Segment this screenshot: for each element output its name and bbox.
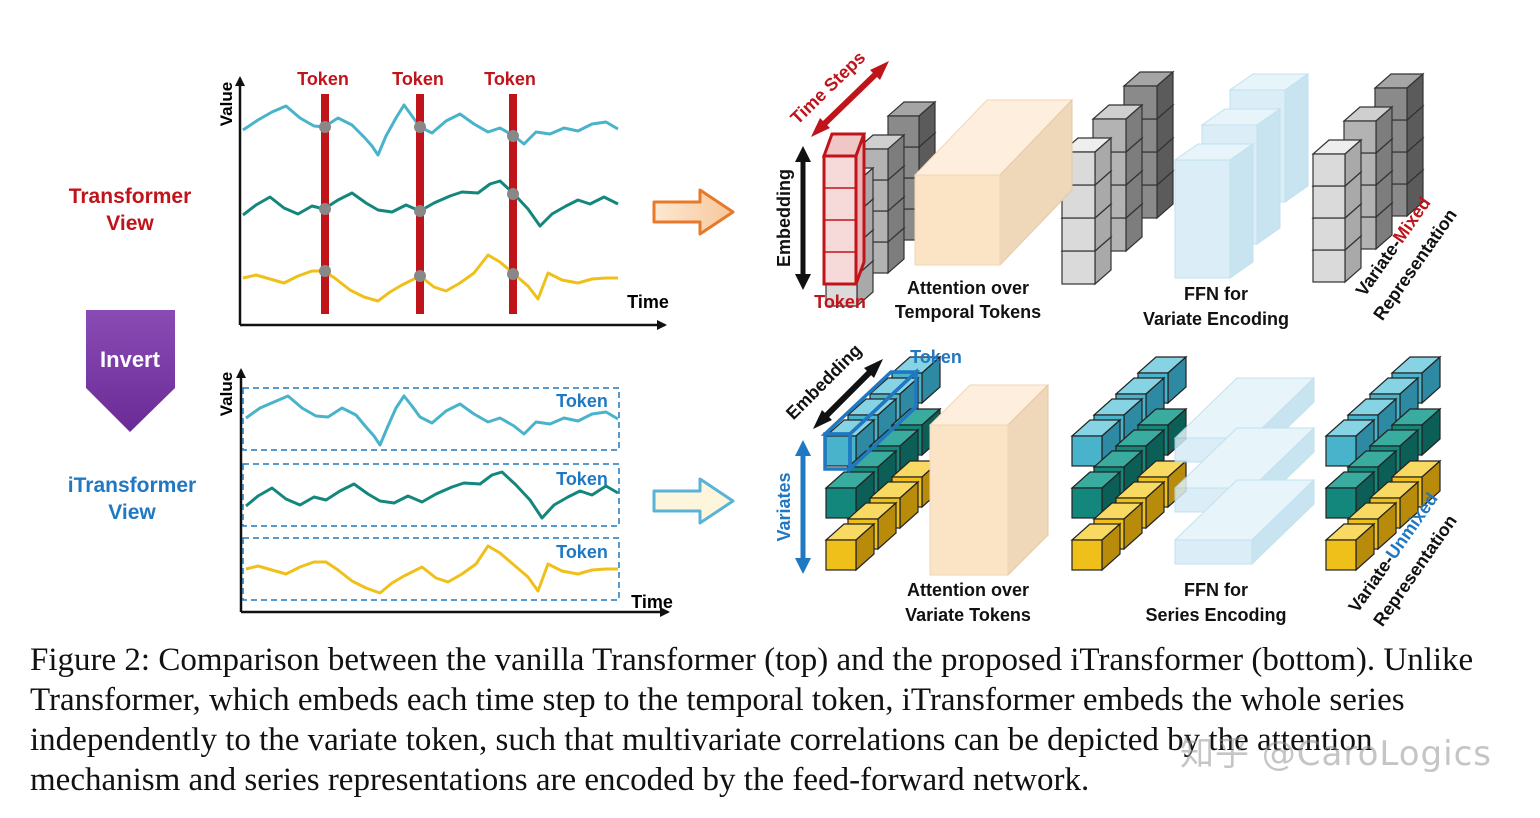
token-point bbox=[414, 270, 426, 282]
time-steps-arrow: Time Steps bbox=[786, 47, 889, 137]
token-label: Token bbox=[392, 69, 444, 89]
top-token-labels: Token Token Token bbox=[297, 69, 536, 89]
top-series-teal bbox=[242, 179, 619, 228]
temporal-attention-label: Attention over Temporal Tokens bbox=[895, 278, 1041, 322]
top-token-label: Token bbox=[814, 292, 866, 312]
variate-ffn-label: FFN for Variate Encoding bbox=[1143, 284, 1289, 329]
bottom-y-axis-label: Value bbox=[217, 372, 236, 416]
variate-token-boxes bbox=[242, 387, 620, 601]
mixed-representation-cubes bbox=[1311, 72, 1425, 284]
attention-output-variate-cubes bbox=[1070, 355, 1188, 572]
itransformer-view-title-line1: iTransformer bbox=[68, 474, 196, 497]
temporal-attention-block bbox=[913, 98, 1074, 267]
transformer-view-title-line2: View bbox=[106, 212, 154, 235]
time-steps-label: Time Steps bbox=[786, 47, 869, 128]
cube-front-face bbox=[1061, 250, 1096, 285]
variate-attention-block bbox=[928, 383, 1050, 577]
token-point bbox=[319, 265, 331, 277]
bottom-token-label: Token bbox=[910, 347, 962, 367]
variate-token-cubes bbox=[824, 355, 942, 572]
top-series-cyan bbox=[242, 103, 619, 157]
token-label: Token bbox=[556, 542, 608, 562]
cube-front-face bbox=[1071, 435, 1103, 467]
cube-front-face bbox=[1325, 539, 1357, 571]
bottom-x-axis-label: Time bbox=[631, 592, 673, 612]
attention-label-line1: Attention over bbox=[907, 580, 1029, 600]
transformer-view-title-line1: Transformer bbox=[69, 185, 192, 208]
token-label: Token bbox=[556, 469, 608, 489]
cube-front-face bbox=[825, 487, 857, 519]
highlighted-variate-token bbox=[820, 367, 921, 474]
series-ffn-blocks bbox=[1173, 376, 1316, 566]
invert-arrow: Invert bbox=[86, 310, 175, 432]
cube-front-face bbox=[1312, 185, 1346, 219]
cube-front-face bbox=[1071, 539, 1103, 571]
highlighted-temporal-token bbox=[821, 132, 867, 286]
token-point bbox=[507, 268, 519, 280]
invert-label: Invert bbox=[100, 347, 161, 372]
cube-front-face bbox=[1071, 487, 1103, 519]
bottom-flow-arrow bbox=[652, 477, 735, 525]
variate-token-box bbox=[242, 463, 620, 527]
ffn-label-line2: Series Encoding bbox=[1145, 605, 1286, 625]
figure-caption: Figure 2: Comparison between the vanilla… bbox=[30, 642, 1474, 798]
variate-attention-label: Attention over Variate Tokens bbox=[905, 580, 1031, 625]
figure: Transformer View Value Time Token bbox=[68, 47, 1461, 630]
top-embedding-arrow: Embedding bbox=[774, 146, 811, 290]
token-point bbox=[507, 130, 519, 142]
ffn-label-line2: Variate Encoding bbox=[1143, 309, 1289, 329]
bottom-plot: Value Time Token Token Token bbox=[217, 368, 673, 617]
token-label: Token bbox=[556, 391, 608, 411]
ffn-block bbox=[1173, 478, 1316, 566]
attention-label-line1: Attention over bbox=[907, 278, 1029, 298]
cube-front-face bbox=[1325, 435, 1357, 467]
token-point bbox=[507, 188, 519, 200]
token-label: Token bbox=[297, 69, 349, 89]
watermark: 知乎 @CaroLogics bbox=[1180, 734, 1492, 774]
series-ffn-label: FFN for Series Encoding bbox=[1145, 580, 1286, 625]
itransformer-view-title-line2: View bbox=[108, 501, 156, 524]
cube-front-face bbox=[1325, 487, 1357, 519]
top-flow-arrow bbox=[652, 188, 735, 236]
token-bar bbox=[416, 94, 424, 314]
token-point bbox=[319, 121, 331, 133]
ffn-block bbox=[1173, 143, 1255, 279]
token-point bbox=[319, 203, 331, 215]
variates-label: Variates bbox=[774, 472, 794, 541]
attention-label-line2: Variate Tokens bbox=[905, 605, 1031, 625]
attention-label-line2: Temporal Tokens bbox=[895, 302, 1041, 322]
token-label: Token bbox=[484, 69, 536, 89]
bottom-series-teal bbox=[245, 470, 619, 520]
bottom-series-yellow bbox=[245, 544, 618, 595]
cube-front-face bbox=[1312, 217, 1346, 251]
top-plot: Value Time Token Token Token bbox=[217, 69, 669, 330]
token-point bbox=[414, 121, 426, 133]
top-embedding-label: Embedding bbox=[774, 169, 794, 267]
top-series-yellow bbox=[242, 253, 618, 303]
itransformer-view-label: iTransformer View bbox=[68, 474, 196, 524]
unmixed-representation-cubes bbox=[1324, 355, 1442, 572]
variate-ffn-blocks bbox=[1173, 73, 1310, 279]
cube-front-face bbox=[1312, 153, 1346, 187]
ffn-label-line1: FFN for bbox=[1184, 580, 1248, 600]
attention-output-cubes bbox=[1060, 70, 1175, 286]
top-pipeline: Time Steps Embedding Token Attention ove… bbox=[774, 47, 1461, 329]
variate-token-box bbox=[242, 387, 620, 451]
token-bar bbox=[509, 94, 517, 314]
top-token-points bbox=[319, 121, 519, 282]
bottom-series-cyan bbox=[245, 394, 619, 447]
token-point bbox=[414, 205, 426, 217]
ffn-label-line1: FFN for bbox=[1184, 284, 1248, 304]
variates-arrow: Variates bbox=[774, 440, 811, 574]
transformer-view-label: Transformer View bbox=[69, 185, 192, 235]
cube-front-face bbox=[1061, 217, 1096, 252]
variate-token-box bbox=[242, 537, 620, 601]
cube-front-face bbox=[825, 539, 857, 571]
bottom-token-labels: Token Token Token bbox=[556, 391, 608, 562]
cube-front-face bbox=[1312, 249, 1346, 283]
top-x-axis-label: Time bbox=[627, 292, 669, 312]
bottom-pipeline: Embedding Token Variates Attention over … bbox=[774, 340, 1461, 630]
top-y-axis-label: Value bbox=[217, 82, 236, 126]
